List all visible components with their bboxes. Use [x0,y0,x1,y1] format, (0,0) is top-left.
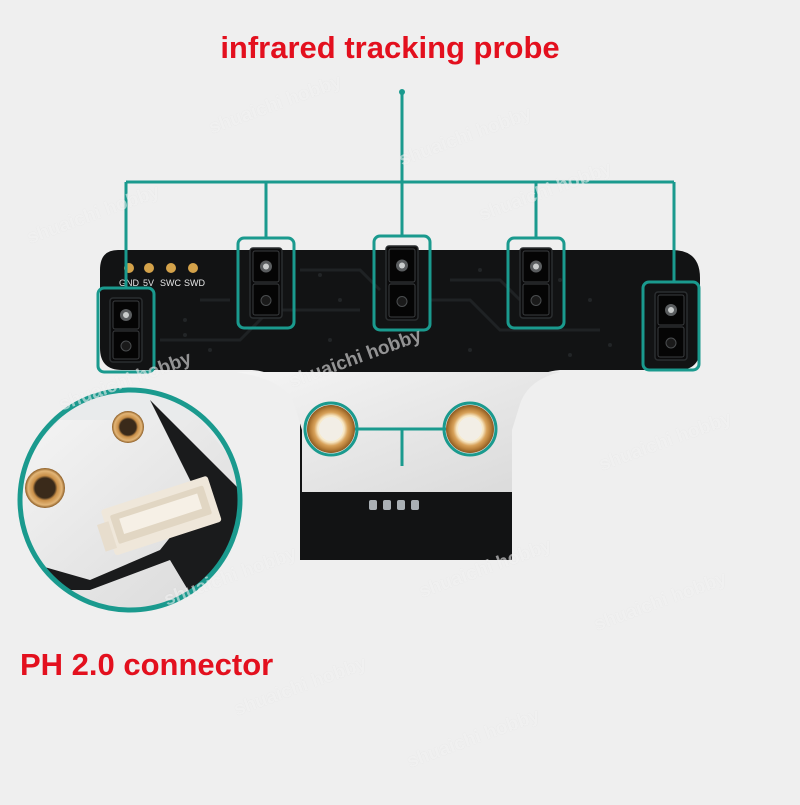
connector-label: PH 2.0 connector [20,647,274,682]
pin-label-swc: SWC [160,278,181,288]
pin-label-gnd: GND [119,278,140,288]
pin-label-5v: 5V [143,278,154,288]
callout-lines [124,90,676,466]
pin-label-row: GND 5V SWC SWD [119,278,205,288]
connector-zoom-inset [17,387,243,613]
ir-sensor-2 [236,236,296,330]
ir-sensor-5 [641,280,701,372]
ir-sensor-1 [96,286,156,374]
ir-sensor-3 [372,234,432,332]
pin-label-swd: SWD [184,278,205,288]
ir-sensor-group [96,234,701,374]
title-label: infrared tracking probe [220,30,560,65]
